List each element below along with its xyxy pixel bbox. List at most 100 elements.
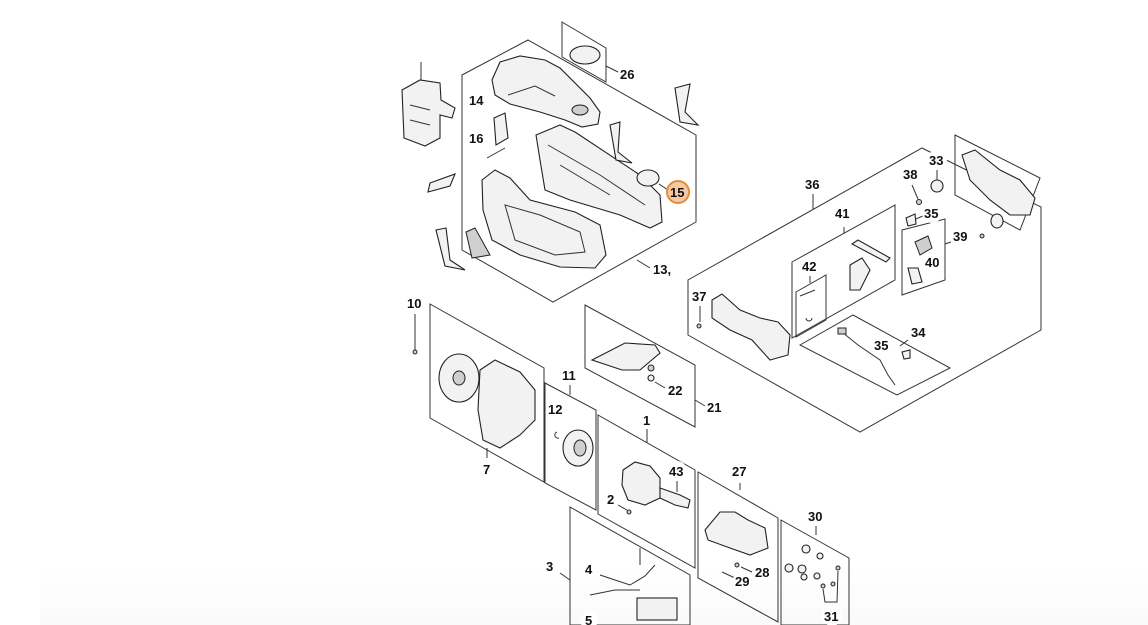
svg-text:15: 15 — [670, 185, 684, 200]
svg-text:31: 31 — [824, 609, 838, 624]
handle-frame — [687, 147, 1042, 433]
callout-31[interactable]: 31 — [822, 606, 842, 625]
callout-28[interactable]: 28 — [753, 562, 773, 582]
svg-text:43: 43 — [669, 464, 683, 479]
svg-text:40: 40 — [925, 255, 939, 270]
callout-30[interactable]: 30 — [806, 506, 826, 526]
svg-text:10: 10 — [407, 296, 421, 311]
callout-40[interactable]: 40 — [923, 252, 943, 272]
callout-7[interactable]: 7 — [478, 460, 496, 478]
part-knob[interactable] — [990, 213, 1004, 229]
callout-1[interactable]: 1 — [638, 411, 656, 429]
housing-frame — [461, 39, 697, 303]
svg-text:3: 3 — [546, 559, 553, 574]
callout-15-highlighted[interactable]: 15 — [666, 180, 690, 204]
fan-group — [544, 382, 597, 511]
highlight-circle — [666, 180, 690, 204]
callout-14[interactable]: 14 — [467, 90, 487, 110]
part-33-clamp[interactable] — [930, 179, 944, 193]
callout-13[interactable]: 13, — [653, 262, 671, 277]
svg-text:7: 7 — [483, 462, 490, 477]
fin — [609, 121, 633, 164]
part-housing-inner[interactable] — [535, 124, 663, 229]
svg-text:33: 33 — [929, 153, 943, 168]
svg-text:28: 28 — [755, 565, 769, 580]
part-5-controller[interactable] — [636, 597, 678, 621]
svg-text:1: 1 — [643, 413, 650, 428]
part-37-front-handle[interactable] — [711, 293, 791, 361]
svg-text:42: 42 — [802, 259, 816, 274]
part-blower-housing[interactable] — [477, 359, 536, 449]
callout-5[interactable]: 5 — [580, 611, 598, 625]
part-35-clip[interactable] — [905, 213, 917, 227]
callout-37[interactable]: 37 — [690, 286, 710, 306]
callout-16[interactable]: 16 — [467, 128, 487, 148]
callout-43[interactable]: 43 — [667, 461, 687, 481]
callout-4[interactable]: 4 — [580, 560, 598, 578]
svg-text:30: 30 — [808, 509, 822, 524]
callout-35b[interactable]: 35 — [872, 335, 892, 355]
battery-group — [401, 62, 456, 147]
part-30-nut[interactable] — [801, 544, 811, 554]
part-rear-handle[interactable] — [961, 149, 1036, 216]
fin — [435, 227, 466, 271]
cover-21-group — [584, 304, 706, 428]
svg-text:2: 2 — [607, 492, 614, 507]
part-39-cap[interactable] — [914, 235, 933, 256]
svg-text:37: 37 — [692, 289, 706, 304]
svg-text:38: 38 — [903, 167, 917, 182]
svg-text:22: 22 — [668, 383, 682, 398]
svg-text:34: 34 — [911, 325, 926, 340]
svg-text:14: 14 — [469, 93, 484, 108]
motor-group — [597, 414, 696, 569]
callout-42[interactable]: 42 — [800, 256, 820, 276]
part-21-cover[interactable] — [590, 342, 661, 371]
part-26-cover[interactable] — [569, 45, 601, 65]
callout-10[interactable]: 10 — [405, 293, 425, 313]
callout-12[interactable]: 12 — [546, 399, 566, 419]
callout-39[interactable]: 39 — [951, 226, 971, 246]
part-lower-shell[interactable] — [481, 169, 607, 269]
part-27-gear-housing[interactable] — [704, 511, 769, 556]
handle-group — [687, 134, 1042, 433]
svg-text:11: 11 — [562, 368, 576, 383]
part-41-trigger[interactable] — [849, 257, 871, 291]
callout-26[interactable]: 26 — [618, 64, 638, 84]
callout-3[interactable]: 3 — [541, 557, 559, 575]
part-41-lever — [850, 239, 891, 263]
part-battery[interactable] — [401, 79, 456, 147]
callout-35a[interactable]: 35 — [922, 203, 942, 223]
part-34-wiring[interactable] — [841, 331, 896, 386]
cover-group — [561, 21, 619, 83]
fin — [674, 83, 700, 126]
svg-text:12: 12 — [548, 402, 562, 417]
svg-text:13,: 13, — [653, 262, 671, 277]
callout-36[interactable]: 36 — [803, 174, 823, 194]
callout-34[interactable]: 34 — [909, 322, 929, 342]
fin — [427, 173, 456, 193]
callout-29[interactable]: 29 — [733, 571, 753, 591]
part-4-harness[interactable] — [589, 564, 656, 596]
callout-38[interactable]: 38 — [901, 164, 921, 184]
svg-text:27: 27 — [732, 464, 746, 479]
callout-22[interactable]: 22 — [666, 380, 686, 400]
callout-21[interactable]: 21 — [705, 397, 725, 417]
blower-frame — [429, 303, 545, 483]
callout-33[interactable]: 33 — [927, 150, 947, 170]
callout-11[interactable]: 11 — [560, 365, 580, 385]
callout-2[interactable]: 2 — [602, 490, 620, 508]
callout-41[interactable]: 41 — [833, 203, 853, 223]
callout-27[interactable]: 27 — [730, 461, 750, 481]
svg-text:21: 21 — [707, 400, 721, 415]
part-40-switch[interactable] — [907, 267, 923, 285]
svg-text:35: 35 — [924, 206, 938, 221]
part-43-shaft[interactable] — [659, 487, 691, 509]
svg-text:16: 16 — [469, 131, 483, 146]
svg-text:39: 39 — [953, 229, 967, 244]
housing-group — [427, 39, 700, 303]
callouts: 26 14 16 15 13, 36 33 38 35 41 39 40 42 … — [405, 64, 971, 625]
part-motor[interactable] — [621, 461, 661, 506]
part-15-gasket[interactable] — [636, 169, 660, 187]
part-16-label[interactable] — [493, 112, 509, 146]
